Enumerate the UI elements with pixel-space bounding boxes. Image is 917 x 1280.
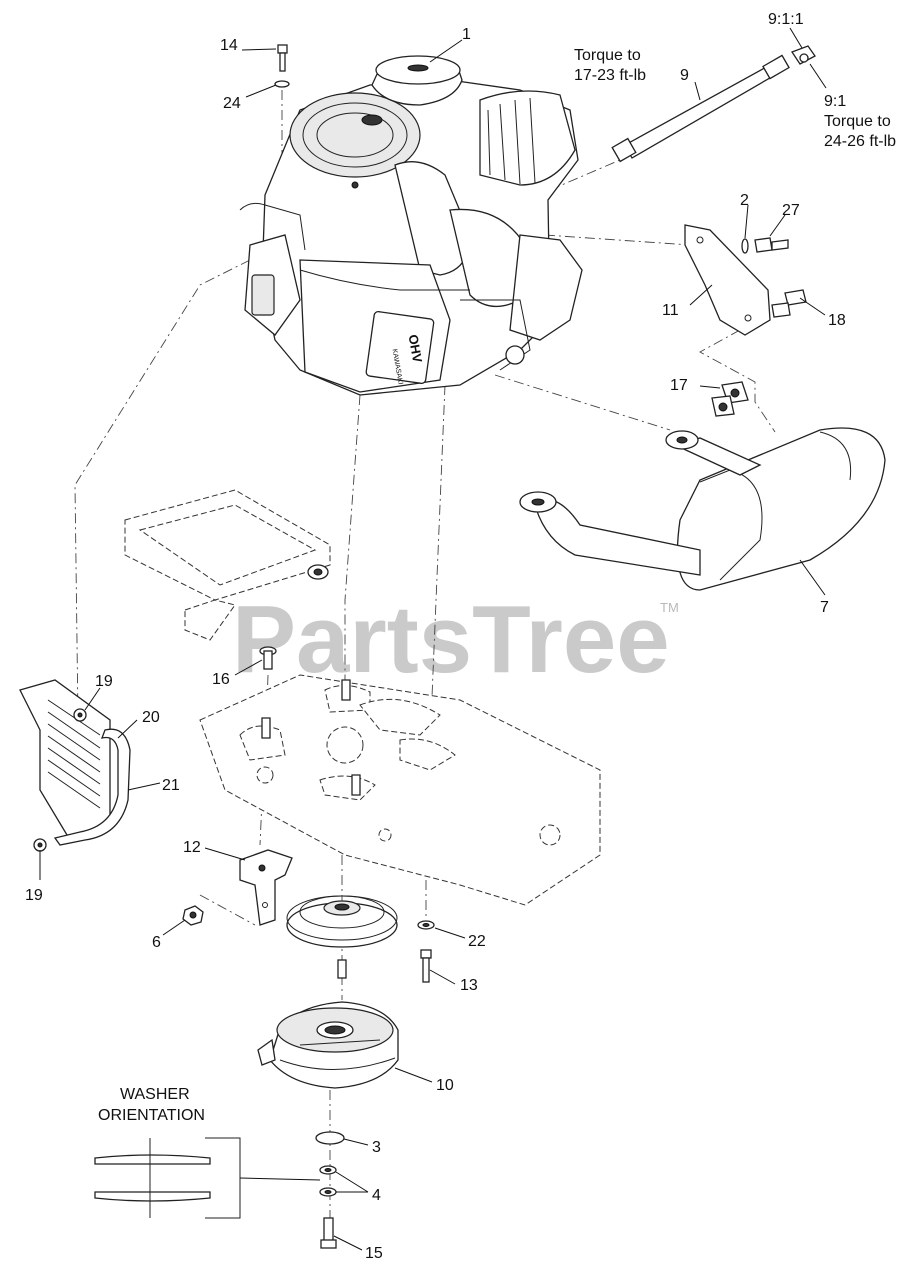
deck-bolt: [417, 920, 435, 983]
engine-deck-plate: [199, 674, 601, 906]
callout-19-bottom: 19: [25, 887, 43, 904]
callout-22: 22: [468, 933, 486, 950]
callout-19-top: 19: [95, 673, 113, 690]
callout-21: 21: [162, 777, 180, 794]
stud: [259, 646, 277, 670]
torque-note-b-line1: Torque to: [824, 113, 891, 130]
callout-18: 18: [828, 312, 846, 329]
callout-16: 16: [212, 671, 230, 688]
torque-note-a-line2: 17-23 ft-lb: [574, 67, 646, 84]
callout-20: 20: [142, 709, 160, 726]
callout-1: 1: [462, 26, 471, 43]
watermark: PartsTree: [232, 586, 670, 693]
oil-line: [611, 45, 816, 163]
engine-assembly: OHV KAWASAKI: [239, 55, 583, 396]
torque-note-a-line1: Torque to: [574, 47, 641, 64]
electric-clutch: [257, 1001, 399, 1089]
oil-cooler: [19, 679, 131, 852]
washer-orientation-title-line2: ORIENTATION: [98, 1107, 205, 1124]
callout-27: 27: [782, 202, 800, 219]
callout-15: 15: [365, 1245, 383, 1262]
muffler: [519, 427, 886, 591]
pto-bracket: [182, 849, 293, 926]
callout-7: 7: [820, 599, 829, 616]
callout-2: 2: [740, 192, 749, 209]
ratio-note-mid: 9:1: [824, 93, 846, 110]
callout-4: 4: [372, 1187, 381, 1204]
callout-3: 3: [372, 1139, 381, 1156]
clutch-hardware: [315, 1131, 345, 1249]
notes: Torque to 17-23 ft-lb 9:1:1 9:1 Torque t…: [574, 11, 896, 150]
washer-orientation-title-line1: WASHER: [120, 1086, 190, 1103]
callout-24: 24: [223, 95, 241, 112]
engine-ohv-label: OHV: [406, 333, 426, 364]
callout-10: 10: [436, 1077, 454, 1094]
callout-6: 6: [152, 934, 161, 951]
ratio-note-top: 9:1:1: [768, 11, 804, 28]
callout-12: 12: [183, 839, 201, 856]
torque-note-b-line2: 24-26 ft-lb: [824, 133, 896, 150]
pulley: [286, 895, 398, 979]
top-bolt: [274, 44, 290, 88]
washer-orientation-inset: WASHER ORIENTATION: [94, 1086, 321, 1219]
callout-13: 13: [460, 977, 478, 994]
callout-17: 17: [670, 377, 688, 394]
muffler-bracket: [684, 224, 807, 336]
callout-14: 14: [220, 37, 238, 54]
leader-lines: [39, 27, 827, 1251]
callout-11: 11: [662, 302, 679, 319]
callouts: 1 14 24 9 2 27 11 18 17 7 16 19 20 21 19…: [25, 26, 846, 1262]
callout-9: 9: [680, 67, 689, 84]
clip-nuts: [711, 381, 749, 417]
upper-mount-plate: [124, 489, 331, 641]
watermark-tm: TM: [660, 600, 679, 615]
